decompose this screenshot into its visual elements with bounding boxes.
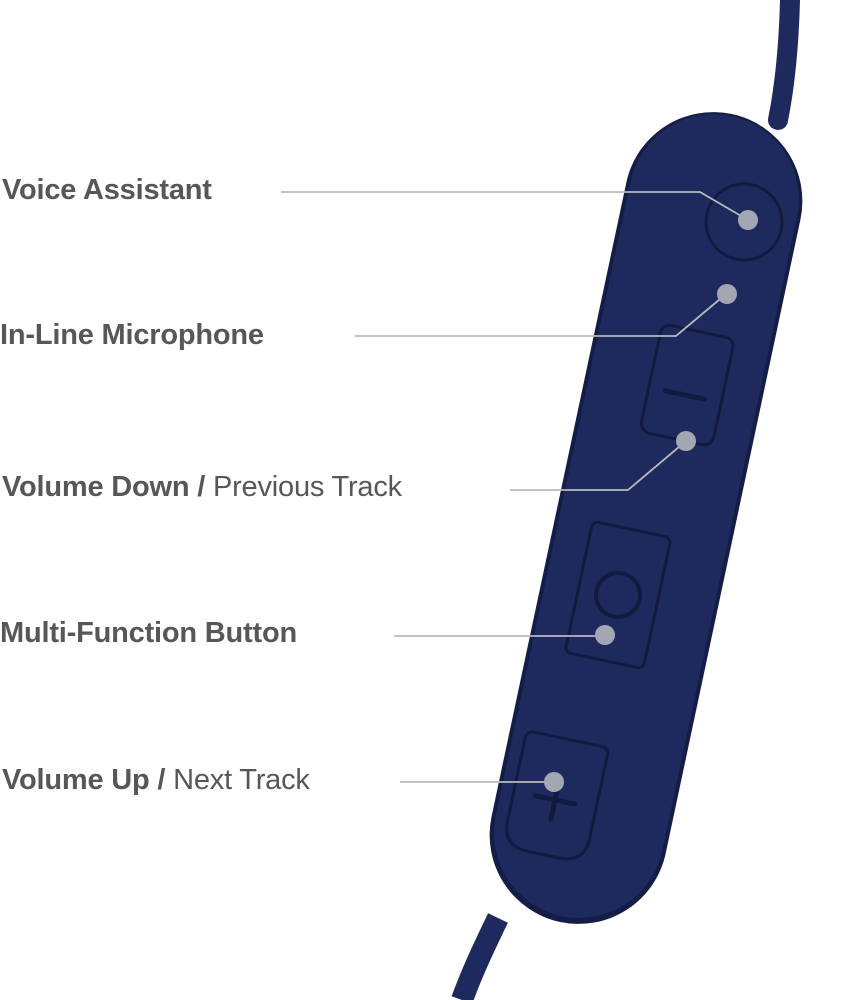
- label-vol-up-primary: Volume Up /: [2, 764, 166, 796]
- leader-voice: [281, 191, 749, 221]
- label-vol-up-secondary: Next Track: [173, 764, 310, 796]
- label-voice-primary: Voice Assistant: [2, 174, 212, 206]
- dot-vol-up: [544, 772, 564, 792]
- label-mic-primary: In-Line Microphone: [0, 319, 264, 351]
- label-multi-function-button: Multi-Function Button: [0, 616, 297, 650]
- label-in-line-microphone: In-Line Microphone: [0, 318, 264, 352]
- leader-mic: [355, 293, 727, 337]
- circle-icon: [594, 571, 642, 619]
- minus-icon: [662, 388, 708, 402]
- label-vol-down-secondary: Previous Track: [212, 471, 402, 503]
- cable-top: [768, 0, 800, 130]
- label-volume-down: Volume Down / Previous Track: [2, 470, 402, 504]
- label-volume-up: Volume Up / Next Track: [2, 763, 310, 797]
- dot-mfb: [595, 625, 615, 645]
- leader-vol-down: [510, 440, 687, 491]
- dot-voice: [738, 210, 758, 230]
- label-mfb-primary: Multi-Function Button: [0, 617, 297, 649]
- label-voice-assistant: Voice Assistant: [2, 173, 212, 207]
- dot-mic: [717, 284, 737, 304]
- leader-lines: [281, 191, 749, 783]
- dot-vol-down: [676, 431, 696, 451]
- remote-body: [489, 112, 803, 924]
- callout-dots: [544, 210, 758, 792]
- volume-down-button[interactable]: [639, 323, 735, 447]
- label-vol-down-primary: Volume Down /: [2, 471, 206, 503]
- cable-bottom: [451, 913, 508, 1000]
- multi-function-button[interactable]: [564, 520, 672, 670]
